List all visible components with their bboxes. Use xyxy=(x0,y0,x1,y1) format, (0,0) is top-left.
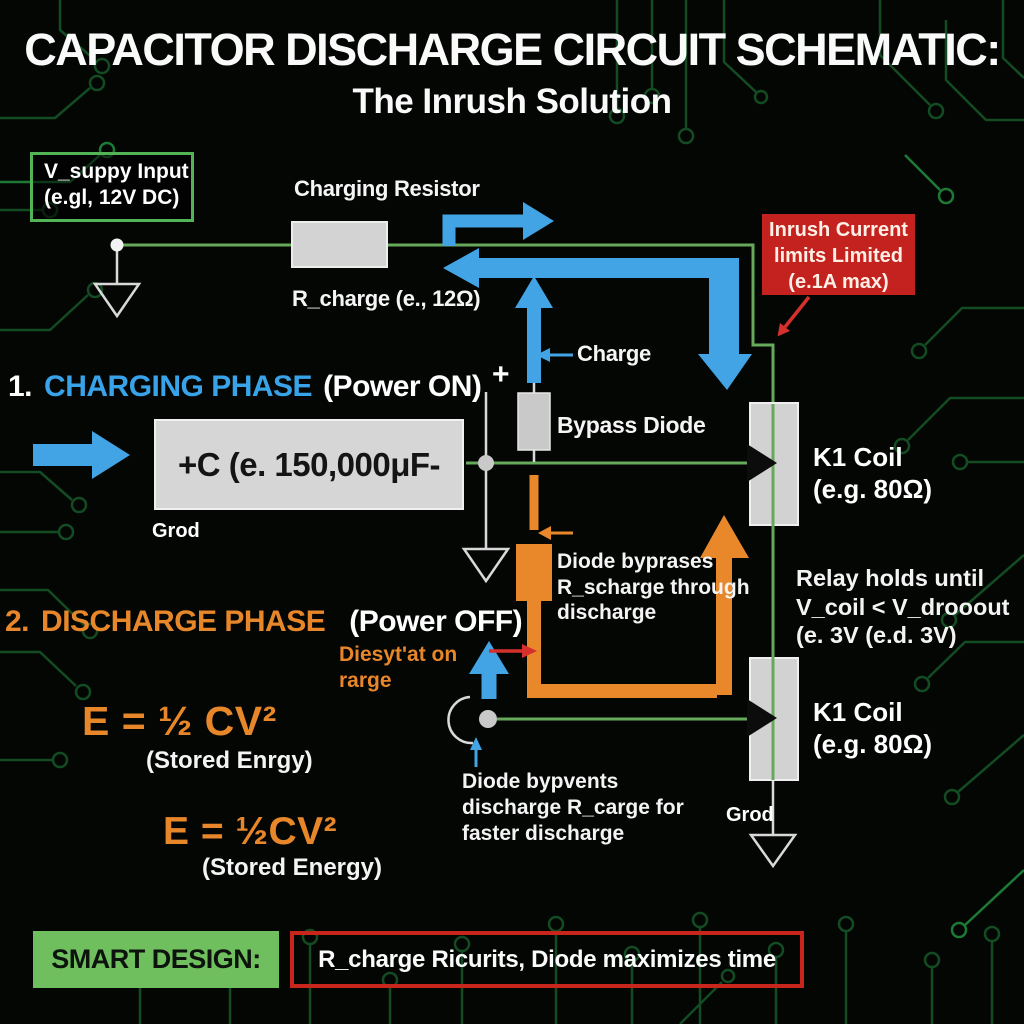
relay-note-line1: Relay holds until xyxy=(796,565,985,591)
smart-design-label: SMART DESIGN: xyxy=(51,944,261,974)
k1-bottom-line2: (e.g. 80Ω) xyxy=(813,729,933,759)
junction-dot-supply xyxy=(110,238,124,252)
k1-coil-bottom-label: K1 Coil (e.g. 80Ω) xyxy=(813,696,932,760)
phase2-name: DISCHARGE PHASE xyxy=(41,605,326,638)
cap-input-arrow xyxy=(33,431,130,479)
smart-design-label-box: SMART DESIGN: xyxy=(33,931,279,988)
bypass-note-line3: discharge xyxy=(557,601,657,624)
junction-dot-switch xyxy=(479,710,497,728)
smart-design-note-box: R_charge Ricurits, Diode maximizes time xyxy=(290,931,804,988)
discharge-loop-path xyxy=(527,601,717,698)
charge-path-arrow-shaft xyxy=(442,214,523,246)
inrush-note-arrowhead xyxy=(777,323,790,337)
fast-discharge-note: Diode bypvents discharge R_carge for fas… xyxy=(462,769,684,847)
phase1-number: 1. xyxy=(8,370,33,403)
k1-top-line2: (e.g. 80Ω) xyxy=(813,474,933,504)
page-title: CAPACITOR DISCHARGE CIRCUIT SCHEMATIC: xyxy=(24,24,1001,75)
charge-label-pointer-head xyxy=(536,348,550,362)
phase2-mode: (Power OFF) xyxy=(349,605,523,638)
inrush-arrowhead-down xyxy=(698,354,752,390)
glitch-line1: Diesyt'at on xyxy=(339,643,458,666)
discharge-loop-arrowhead xyxy=(700,515,749,558)
diode-bypass-note: Diode byprases R_scharge through dischar… xyxy=(557,549,750,626)
charge-flow-label: Charge xyxy=(577,341,651,366)
discharge-note-line3: faster discharge xyxy=(462,822,625,845)
energy-formula-2-caption: (Stored Energy) xyxy=(202,854,383,881)
supply-line2: (e.gl, 12V DC) xyxy=(44,186,180,210)
power-off-arrowhead xyxy=(522,644,537,658)
inrush-note-arrow xyxy=(783,295,811,329)
discharge-diode-pointer-head xyxy=(538,526,551,540)
relay-hold-note: Relay holds until V_coil < V_drooout (e.… xyxy=(796,564,1010,650)
inrush-line2: limits Limited xyxy=(774,245,903,267)
cap-input-arrowhead xyxy=(92,431,130,479)
phase1-mode: (Power ON) xyxy=(323,370,482,403)
energy-formula-1: E = ½ CV² xyxy=(82,698,277,744)
capacitor-value: +C (e. 150,000μF- xyxy=(177,445,441,483)
inrush-line1: Inrush Current xyxy=(769,219,908,241)
energy-formula-1-caption: (Stored Enrgy) xyxy=(146,747,313,774)
wire-green xyxy=(117,243,775,721)
phase1-name: CHARGING PHASE xyxy=(44,370,313,403)
capacitor-box: +C (e. 150,000μF- xyxy=(154,419,464,510)
capacitor-ground-label: Grod xyxy=(152,520,200,542)
phase2-heading: 2. DISCHARGE PHASE (Power OFF) xyxy=(5,605,523,639)
inrush-line3: (e.1A max) xyxy=(788,271,889,293)
r-charge-value-label: R_charge (e., 12Ω) xyxy=(292,286,481,311)
relay-arrowhead-bottom xyxy=(747,699,777,737)
discharge-loop-arrows xyxy=(527,475,749,698)
inrush-arrowhead-left xyxy=(443,248,479,288)
bypass-diode-label: Bypass Diode xyxy=(557,412,706,438)
discharge-note-line2: discharge R_carge for xyxy=(462,796,684,819)
bypass-diode-body xyxy=(517,392,551,451)
capacitor-plus-sign: + xyxy=(492,358,510,391)
phase2-number: 2. xyxy=(5,605,30,638)
switch-pointer-head xyxy=(470,737,482,750)
glitch-annotation: Diesyt'at on rarge xyxy=(339,642,457,694)
gray-leads xyxy=(92,251,798,869)
switch-arc xyxy=(447,695,474,745)
ground-symbol-relay xyxy=(748,833,798,869)
discharge-diode-body xyxy=(516,544,552,601)
k1-bottom-line1: K1 Coil xyxy=(813,697,903,727)
ground-symbol-cap xyxy=(461,547,511,584)
charging-resistor-label: Charging Resistor xyxy=(294,176,480,201)
energy-formula-2: E = ½CV² xyxy=(163,810,338,853)
charge-path-arrowhead-right xyxy=(523,202,554,240)
discharge-note-line1: Diode bypvents xyxy=(462,770,619,793)
annotation-arrows-red xyxy=(489,295,811,658)
page-subtitle: The Inrush Solution xyxy=(352,82,672,121)
inrush-warning-box: Inrush Current limits Limited (e.1A max) xyxy=(762,214,915,295)
relay-note-line2: V_coil < V_drooout xyxy=(796,593,1010,620)
glitch-line2: rarge xyxy=(339,669,392,692)
discharge-up-arrowhead xyxy=(469,641,509,674)
phase1-heading: 1. CHARGING PHASE (Power ON) xyxy=(8,370,482,404)
charge-current-arrows xyxy=(442,202,752,767)
relay-ground-label: Grod xyxy=(726,804,774,826)
charge-up-arrowhead xyxy=(515,276,553,308)
wire-supply-to-relay xyxy=(117,243,775,404)
k1-coil-top-label: K1 Coil (e.g. 80Ω) xyxy=(813,441,932,505)
supply-line1: V_suppy Input xyxy=(44,160,189,183)
ground-symbol-supply xyxy=(92,282,142,319)
smart-design-note: R_charge Ricurits, Diode maximizes time xyxy=(318,945,776,973)
relay-note-line3: (e. 3V (e.d. 3V) xyxy=(796,622,957,648)
bypass-note-line1: Diode byprases xyxy=(557,550,714,573)
k1-top-line1: K1 Coil xyxy=(813,442,903,472)
supply-input-box: V_suppy Input (e.gl, 12V DC) xyxy=(30,152,194,222)
relay-arrowhead-top xyxy=(747,444,777,482)
bypass-note-line2: R_scharge through xyxy=(557,575,750,599)
resistor-body xyxy=(291,221,388,268)
junction-dot-cap xyxy=(478,455,494,471)
